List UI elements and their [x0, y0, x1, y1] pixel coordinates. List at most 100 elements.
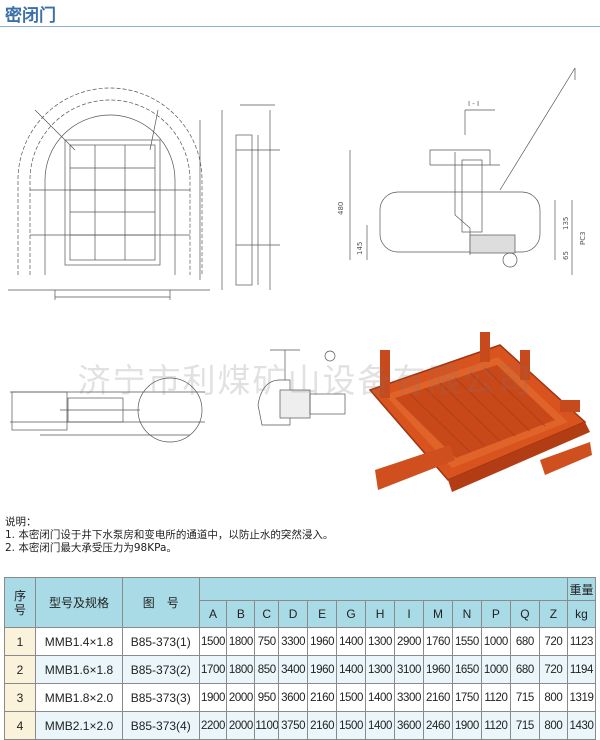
dimension-cell: 1960: [422, 655, 453, 684]
front-view-drawing: [8, 87, 210, 300]
drawing-number-cell: B85-373(4): [121, 711, 200, 740]
header-model: 型号及规格: [35, 577, 123, 628]
model-cell: MMB1.8×2.0: [35, 683, 123, 712]
dimension-cell: 1500: [198, 627, 228, 656]
header-col: I: [394, 600, 424, 628]
dimension-cell: 3750: [278, 711, 309, 740]
header-col: C: [254, 600, 280, 628]
dimension-cell: 2460: [422, 711, 453, 740]
dim-label-480: 480: [337, 202, 345, 215]
weight-cell: 1123: [566, 627, 597, 656]
header-col: B: [226, 600, 256, 628]
header-col: Q: [509, 600, 540, 628]
dimension-cell: 715: [509, 711, 540, 740]
dimension-cell: 715: [509, 683, 540, 712]
header-col: E: [307, 600, 338, 628]
dimension-cell: 3600: [278, 683, 309, 712]
side-view-drawing: [221, 104, 280, 290]
watermark: 济宁市利煤矿山设备有限公司: [77, 361, 533, 400]
dimension-cell: 2000: [226, 711, 256, 740]
note-item: 1. 本密闭门设于井下水泵房和变电所的通道中，以防止水的突然浸入。: [5, 529, 334, 541]
dimension-cell: 1800: [226, 655, 256, 684]
section-label: I - I: [468, 100, 479, 108]
drawing-number-cell: B85-373(1): [121, 627, 200, 656]
row-index-cell: 3: [3, 683, 37, 712]
dimension-cell: 1650: [451, 655, 482, 684]
dimension-cell: 2160: [307, 683, 338, 712]
header-col: G: [336, 600, 367, 628]
row-index-cell: 1: [3, 627, 37, 656]
dimension-cell: 1400: [365, 711, 396, 740]
dim-label-65: 65: [562, 251, 570, 260]
dimension-cell: 1000: [480, 655, 511, 684]
dimension-cell: 1120: [480, 711, 511, 740]
seal-detail-drawing: [257, 349, 346, 426]
header-col: D: [278, 600, 309, 628]
dimension-cell: 1100: [254, 711, 280, 740]
dimension-cell: 1120: [480, 683, 511, 712]
dimension-cell: 1500: [336, 683, 367, 712]
dimension-cell: 2160: [307, 711, 338, 740]
header-dimensions: [198, 577, 568, 601]
weight-cell: 1430: [566, 711, 597, 740]
note-item: 2. 本密闭门最大承受压力为98KPa。: [5, 542, 177, 554]
dimension-cell: 1300: [365, 627, 396, 656]
dimension-cell: 800: [538, 711, 568, 740]
dimension-cell: 1960: [307, 655, 338, 684]
notes-heading: 说明：: [5, 516, 37, 528]
header-weight-unit: kg: [566, 600, 597, 628]
dimension-cell: 680: [509, 627, 540, 656]
technical-drawings: 480 145 PC3 135 65 I - I: [8, 67, 592, 492]
dimension-cell: 750: [254, 627, 280, 656]
header-drawing: 图 号: [121, 577, 200, 628]
header-col: N: [451, 600, 482, 628]
dim-label-pc3: PC3: [579, 231, 587, 245]
dimension-cell: 950: [254, 683, 280, 712]
dimension-cell: 2900: [394, 627, 424, 656]
drawing-number-cell: B85-373(3): [121, 683, 200, 712]
header-col: M: [422, 600, 453, 628]
door-photo: [368, 332, 592, 492]
page-title: 密闭门: [5, 6, 56, 26]
dimension-cell: 3600: [394, 711, 424, 740]
dimension-cell: 1960: [307, 627, 338, 656]
dim-label-145: 145: [356, 242, 364, 255]
dimension-cell: 1760: [422, 627, 453, 656]
dimension-cell: 2160: [422, 683, 453, 712]
dimension-cell: 3400: [278, 655, 309, 684]
dimension-cell: 1900: [451, 711, 482, 740]
drawing-number-cell: B85-373(2): [121, 655, 200, 684]
model-cell: MMB1.6×1.8: [35, 655, 123, 684]
header-col: P: [480, 600, 511, 628]
dimension-cell: 1750: [451, 683, 482, 712]
dimension-cell: 720: [538, 627, 568, 656]
dim-label-135: 135: [562, 217, 570, 230]
dimension-cell: 3300: [394, 683, 424, 712]
dimension-cell: 720: [538, 655, 568, 684]
spec-table: 序号 型号及规格 图 号 重量 A B C D E G H I M N P Q …: [3, 577, 597, 740]
dimension-cell: 1400: [365, 683, 396, 712]
dimension-cell: 1550: [451, 627, 482, 656]
dimension-cell: 680: [509, 655, 540, 684]
dimension-cell: 1400: [336, 627, 367, 656]
dimension-cell: 1800: [226, 627, 256, 656]
title-divider: [0, 26, 600, 27]
dimension-cell: 800: [538, 683, 568, 712]
header-col: A: [198, 600, 228, 628]
model-cell: MMB2.1×2.0: [35, 711, 123, 740]
header-index: 序号: [3, 577, 37, 628]
dimension-cell: 2000: [226, 683, 256, 712]
row-index-cell: 4: [3, 711, 37, 740]
dimension-cell: 1300: [365, 655, 396, 684]
row-index-cell: 2: [3, 655, 37, 684]
header-weight: 重量: [566, 577, 597, 601]
dimension-cell: 2200: [198, 711, 228, 740]
dimension-cell: 1400: [336, 655, 367, 684]
dimension-cell: 1500: [336, 711, 367, 740]
dimension-cell: 850: [254, 655, 280, 684]
plan-view-drawing: [10, 377, 205, 443]
dimension-cell: 3300: [278, 627, 309, 656]
